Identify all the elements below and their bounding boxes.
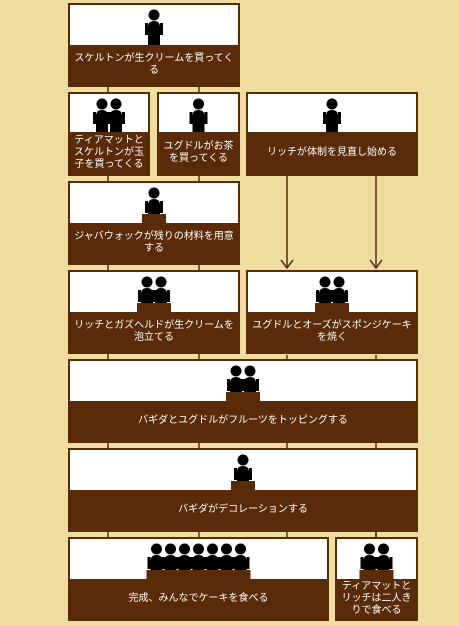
person-silhouette-icon (107, 98, 125, 132)
step-topping-fruits: バギダとユグドルがフルーツをトッピングする (68, 359, 418, 443)
silhouette-group (145, 9, 163, 45)
silhouette-group (231, 454, 255, 490)
figure-art (70, 272, 238, 312)
table-icon (142, 214, 166, 223)
step-yggdrul-buys-tea: ユグドルがお茶を買ってくる (157, 92, 240, 176)
silhouette-group (226, 365, 260, 401)
step-lich-reviews-system: リッチが体制を見直し始める (246, 92, 418, 176)
step-label: ジャバウォックが残りの材料を用意する (70, 223, 238, 263)
figure-art (159, 94, 238, 132)
figure-art (248, 272, 416, 312)
person-silhouette-icon (323, 98, 341, 132)
step-everyone-eats-cake: 完成、みんなでケーキを食べる (68, 537, 329, 621)
step-label: ティアマットとスケルトンが玉子を買ってくる (70, 132, 148, 174)
arrow-head (280, 259, 294, 270)
silhouette-group (315, 276, 349, 312)
step-label: ユグドルとオーズがスポンジケーキを焼く (248, 312, 416, 352)
step-whip-cream: リッチとガズヘルドが生クリームを泡立てる (68, 270, 240, 354)
person-silhouette-icon (145, 9, 163, 45)
table-icon (315, 303, 349, 312)
table-icon (231, 481, 255, 490)
figure-art (337, 539, 416, 579)
step-label: リッチが体制を見直し始める (248, 132, 416, 174)
silhouette-group (146, 543, 251, 579)
step-label: ティアマットとリッチは二人きりで食べる (337, 579, 416, 619)
table-icon (137, 303, 171, 312)
person-silhouette-icon (189, 98, 208, 132)
silhouette-group (93, 98, 125, 132)
step-label: 完成、みんなでケーキを食べる (70, 579, 327, 619)
step-jabberwock-prepares-ingredients: ジャバウォックが残りの材料を用意する (68, 181, 240, 265)
figure-art (70, 5, 238, 45)
step-label: スケルトンが生クリームを買ってくる (70, 45, 238, 85)
figure-art (70, 361, 416, 401)
table-icon (226, 392, 260, 401)
step-label: ユグドルがお茶を買ってくる (159, 132, 238, 174)
step-tiamat-lich-eat-alone: ティアマットとリッチは二人きりで食べる (335, 537, 418, 621)
figure-art (70, 94, 148, 132)
step-decoration: バギダがデコレーションする (68, 448, 418, 532)
silhouette-group (189, 98, 208, 132)
step-skeleton-buys-cream: スケルトンが生クリームを買ってくる (68, 3, 240, 87)
silhouette-group (359, 543, 394, 579)
step-label: バギダがデコレーションする (70, 490, 416, 530)
figure-art (70, 450, 416, 490)
step-label: リッチとガズヘルドが生クリームを泡立てる (70, 312, 238, 352)
person-silhouette-icon (152, 276, 170, 312)
figure-art (70, 183, 238, 223)
silhouette-group (142, 187, 166, 223)
table-icon (146, 570, 251, 579)
step-bake-sponge: ユグドルとオーズがスポンジケーキを焼く (246, 270, 418, 354)
figure-art (70, 539, 327, 579)
table-icon (359, 570, 394, 579)
silhouette-group (323, 98, 341, 132)
step-tiamat-skeleton-buy-eggs: ティアマットとスケルトンが玉子を買ってくる (68, 92, 150, 176)
step-label: バギダとユグドルがフルーツをトッピングする (70, 401, 416, 441)
silhouette-group (137, 276, 171, 312)
arrow-head (369, 259, 383, 270)
figure-art (248, 94, 416, 132)
